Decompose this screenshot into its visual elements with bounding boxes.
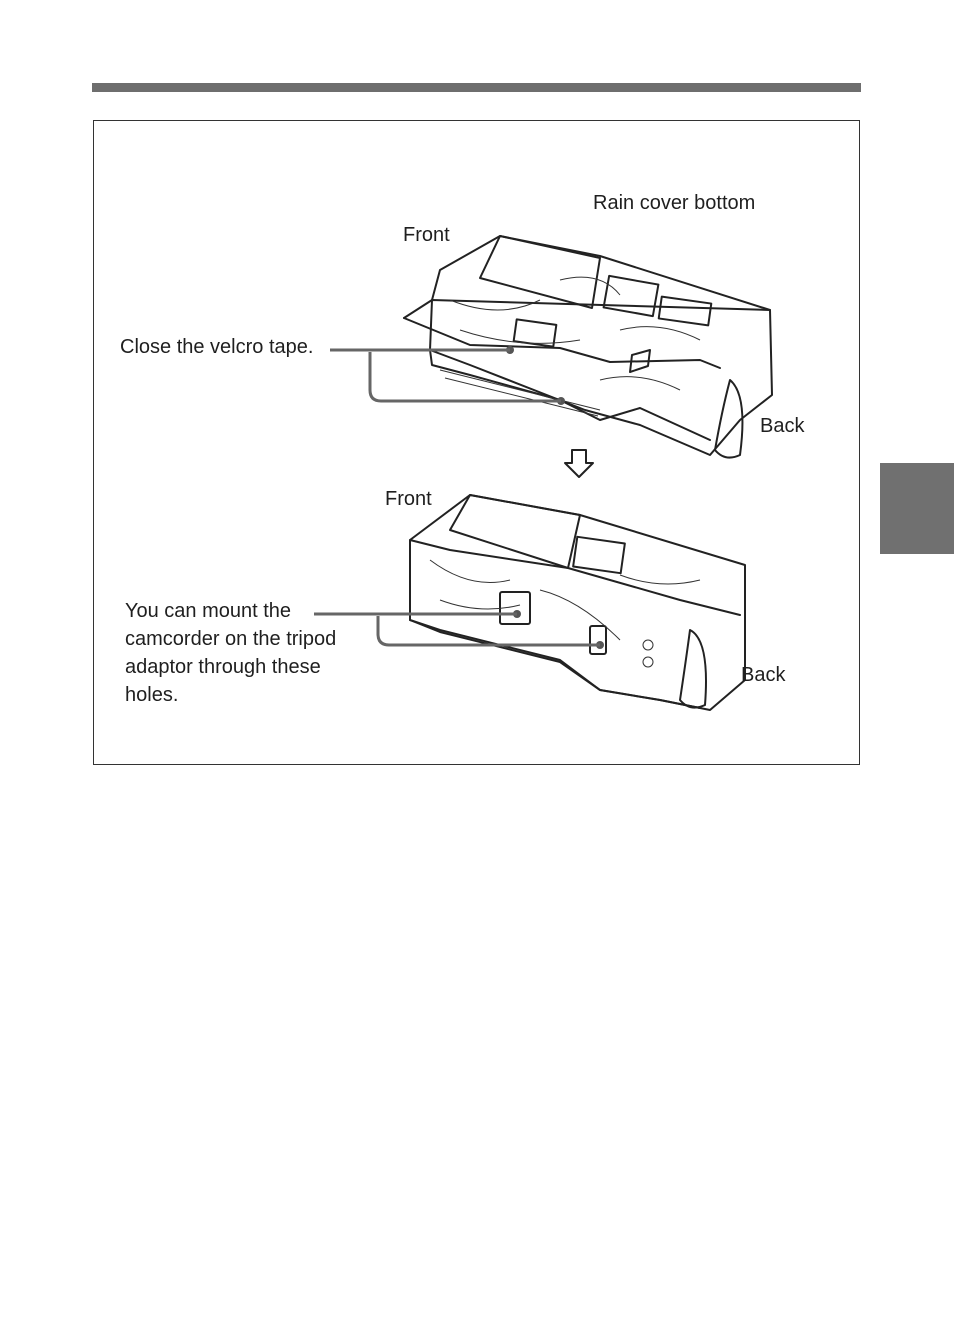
figure-frame — [93, 120, 860, 765]
camcorder-top-illustration — [403, 235, 773, 459]
camcorder-bottom-illustration — [409, 494, 746, 711]
label-back-top: Back — [760, 415, 805, 437]
down-arrow-icon — [564, 449, 594, 478]
section-tab — [880, 463, 954, 554]
label-front-bottom: Front — [385, 488, 432, 510]
header-rule — [92, 83, 861, 92]
label-close-velcro: Close the velcro tape. — [120, 336, 314, 358]
label-back-bottom: Back — [741, 664, 786, 686]
label-rain-cover-bottom: Rain cover bottom — [593, 192, 756, 214]
label-front-top: Front — [403, 224, 450, 246]
label-mount-note: You can mount the camcorder on the tripo… — [125, 600, 337, 706]
